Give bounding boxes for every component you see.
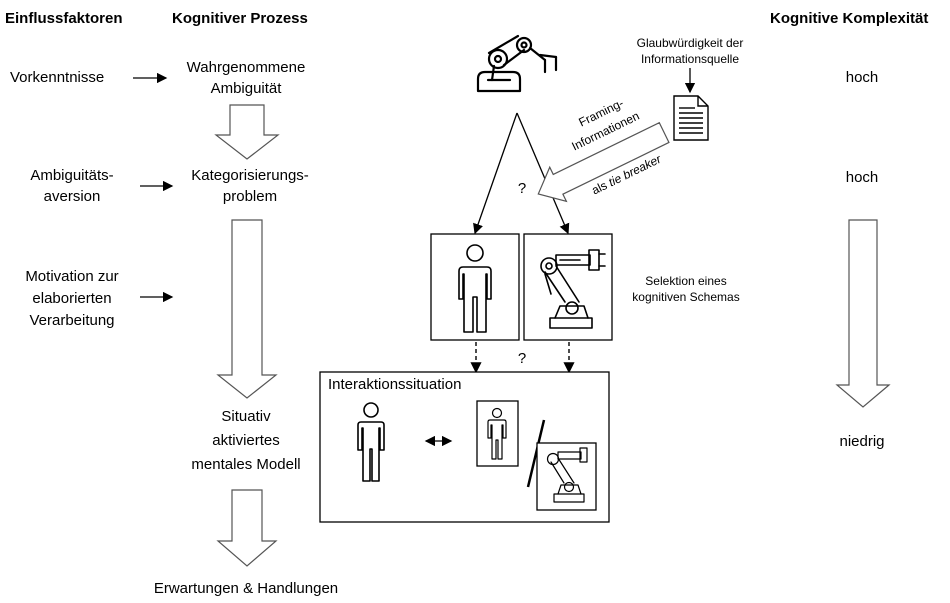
process-situativ-3: mentales Modell — [191, 456, 301, 473]
block-arrow-1 — [214, 104, 280, 160]
framing-arrow — [537, 121, 670, 203]
human-schema-box — [430, 233, 520, 341]
label-selektion-2: kognitiven Schemas — [632, 290, 740, 304]
document-icon — [673, 95, 709, 141]
label-motivation-2: elaborierten — [32, 290, 112, 307]
complexity-arrow — [835, 219, 891, 408]
human-icon — [458, 244, 492, 333]
label-glaubwuerdigkeit-1: Glaubwürdigkeit der — [636, 36, 744, 50]
complexity-niedrig: niedrig — [839, 433, 885, 450]
process-wahrgenommene-2: Ambiguität — [210, 80, 282, 97]
industrial-robot-icon — [540, 249, 606, 329]
label-ambiguitaet-2: aversion — [43, 188, 101, 205]
small-robot-box — [536, 442, 597, 511]
split-line-left — [473, 112, 518, 235]
process-kategorisierung-2: problem — [222, 188, 278, 205]
process-erwartungen: Erwartungen & Handlungen — [153, 580, 339, 597]
complexity-hoch-1: hoch — [845, 69, 879, 86]
robot-arm-icon — [476, 34, 558, 93]
label-ambiguitaet-1: Ambiguitäts- — [30, 167, 114, 184]
process-wahrgenommene-1: Wahrgenommene — [186, 59, 306, 76]
label-selektion-1: Selektion eines — [645, 274, 727, 288]
label-vorkenntnisse: Vorkenntnisse — [10, 69, 105, 86]
small-human-icon — [487, 407, 507, 460]
label-motivation-1: Motivation zur — [25, 268, 119, 285]
block-arrow-3 — [216, 489, 278, 567]
question-mark-2: ? — [517, 350, 527, 367]
robot-schema-box — [523, 233, 613, 341]
complexity-hoch-2: hoch — [845, 169, 879, 186]
label-glaubwuerdigkeit-2: Informationsquelle — [640, 52, 740, 66]
split-line-right — [516, 112, 570, 235]
label-interaktionssituation: Interaktionssituation — [328, 376, 462, 393]
process-kategorisierung-1: Kategorisierungs- — [191, 167, 309, 184]
block-arrow-2 — [216, 219, 278, 399]
process-situativ-2: aktiviertes — [212, 432, 280, 449]
header-kognitive-komplexitaet: Kognitive Komplexität — [770, 10, 929, 27]
header-einflussfaktoren: Einflussfaktoren — [5, 10, 123, 27]
human-icon-interaction — [357, 402, 385, 482]
process-situativ-1: Situativ — [221, 408, 271, 425]
question-mark-1: ? — [517, 180, 527, 197]
slash-divider — [526, 419, 546, 488]
header-kognitiver-prozess: Kognitiver Prozess — [172, 10, 308, 27]
label-motivation-3: Verarbeitung — [29, 312, 115, 329]
small-industrial-robot-icon — [546, 447, 588, 503]
